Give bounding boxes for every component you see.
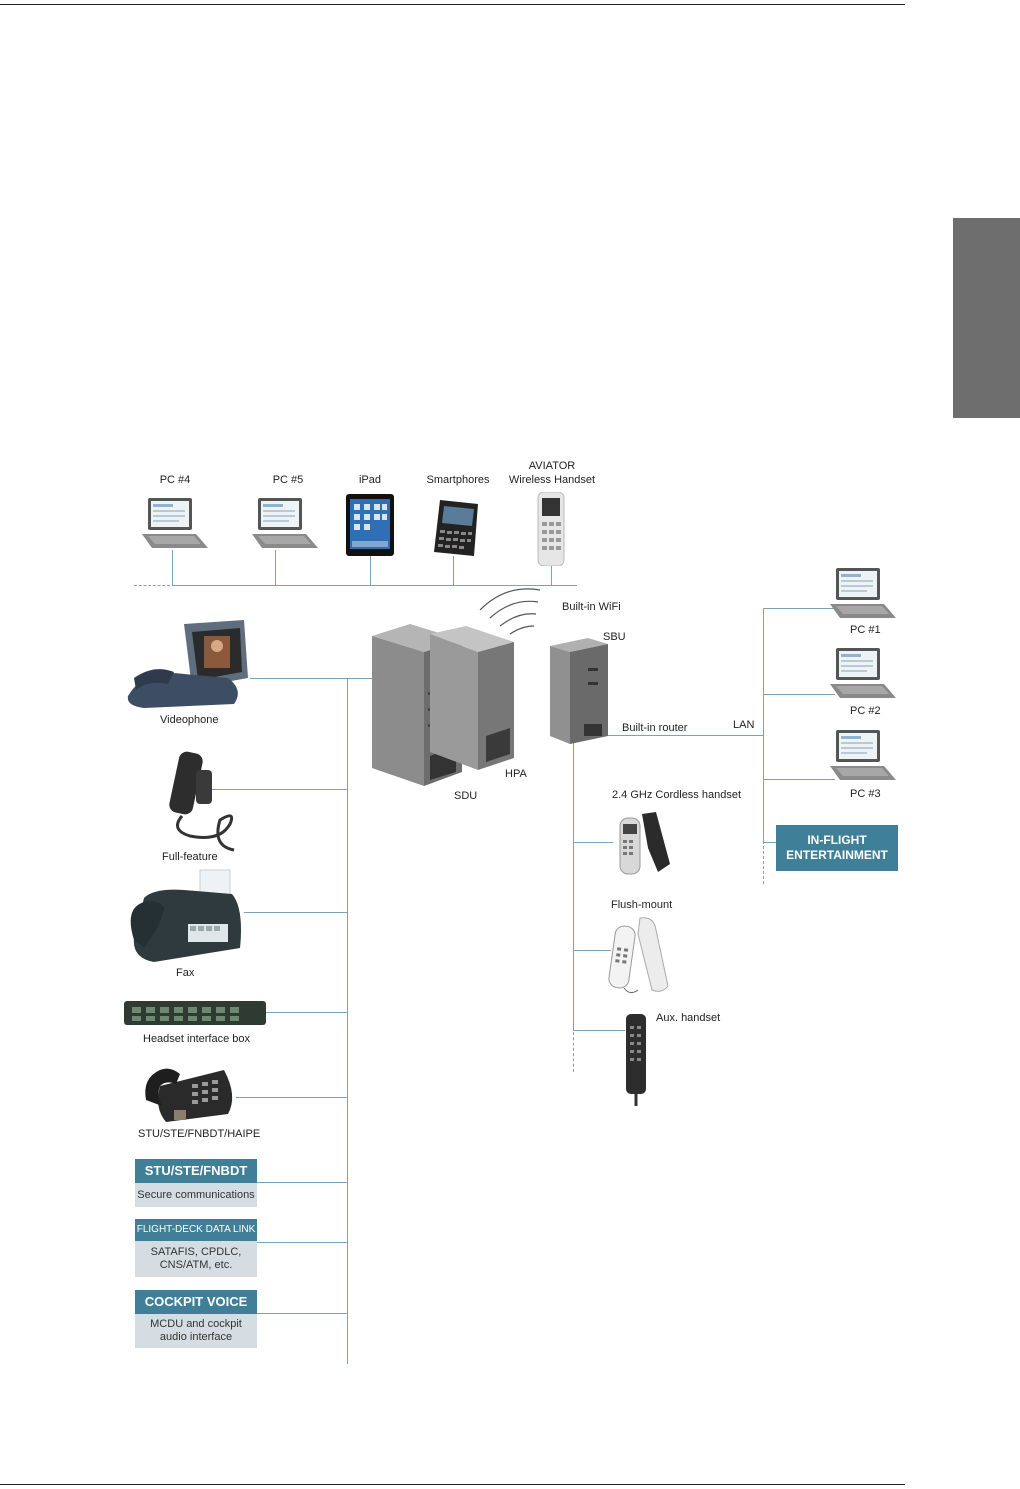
videophone-icon (127, 620, 248, 708)
laptop-pc2-icon (830, 648, 896, 698)
sbu-label: SBU (603, 631, 626, 643)
wifi-label: Built-in WiFi (562, 601, 621, 613)
ipad-label: iPad (358, 474, 382, 486)
laptop-pc1-icon (830, 568, 896, 618)
pc3-label: PC #3 (850, 788, 881, 800)
datalink-body-line-1: SATAFIS, CPDLC, (150, 1246, 242, 1258)
laptop-pc4-icon (142, 498, 208, 548)
hpa-label: HPA (505, 768, 527, 780)
secure-box-body: Secure communications (135, 1183, 257, 1207)
lan-label: LAN (733, 719, 755, 731)
secure-box-title: STU/STE/FNBDT (135, 1159, 257, 1183)
flight-deck-data-link-box: FLIGHT-DECK DATA LINK SATAFIS, CPDLC, CN… (135, 1219, 257, 1277)
headset-interface-box-icon (124, 1001, 266, 1025)
aviator-label-1: AVIATOR (528, 460, 576, 472)
secure-communications-box: STU/STE/FNBDT Secure communications (135, 1159, 257, 1207)
cockpit-box-body: MCDU and cockpit audio interface (135, 1314, 257, 1348)
laptop-pc3-icon (830, 730, 896, 780)
bottom-rule (0, 1484, 905, 1485)
pc1-label: PC #1 (850, 624, 881, 636)
wireless-handset-icon (537, 492, 565, 566)
cockpit-voice-box: COCKPIT VOICE MCDU and cockpit audio int… (135, 1290, 257, 1348)
cockpit-body-line-2: audio interface (159, 1331, 233, 1343)
cordless-label: 2.4 GHz Cordless handset (612, 789, 742, 801)
laptop-pc5-icon (252, 498, 318, 548)
top-rule (0, 4, 905, 5)
fax-machine-icon (130, 869, 241, 962)
section-tab (953, 218, 1020, 418)
flush-mount-label: Flush-mount (611, 899, 673, 911)
datalink-box-title: FLIGHT-DECK DATA LINK (135, 1219, 257, 1241)
pc4-label: PC #4 (159, 474, 191, 486)
datalink-body-line-2: CNS/ATM, etc. (159, 1259, 233, 1271)
smartphones-label: Smartphores (426, 474, 490, 486)
sdu-label: SDU (454, 790, 478, 802)
pc2-label: PC #2 (850, 705, 881, 717)
aviator-label-2: Wireless Handset (508, 474, 596, 486)
router-label: Built-in router (622, 722, 688, 734)
cockpit-body-line-1: MCDU and cockpit (150, 1318, 242, 1330)
full-feature-handset-icon (169, 751, 235, 852)
fax-label: Fax (176, 967, 195, 979)
cordless-handset-icon (619, 812, 670, 875)
tablet-icon (346, 494, 394, 556)
flush-mount-handset-icon (608, 917, 669, 994)
ife-line-2: ENTERTAINMENT (786, 848, 888, 862)
stu-device-label: STU/STE/FNBDT/HAIPE (138, 1128, 261, 1140)
headset-box-label: Headset interface box (143, 1033, 251, 1045)
aux-handset-label: Aux. handset (656, 1012, 721, 1024)
pc5-label: PC #5 (272, 474, 304, 486)
secure-telephone-icon (145, 1068, 233, 1122)
inflight-entertainment-box: IN-FLIGHT ENTERTAINMENT (776, 825, 898, 871)
cockpit-box-title: COCKPIT VOICE (135, 1290, 257, 1314)
hpa-unit-icon (430, 626, 514, 770)
ife-line-1: IN-FLIGHT (807, 833, 867, 847)
smartphone-icon (434, 500, 478, 556)
full-feature-label: Full-feature (162, 851, 218, 863)
sbu-unit-icon (550, 638, 608, 744)
wifi-icon (479, 588, 541, 635)
videophone-label: Videophone (160, 714, 219, 726)
datalink-box-body: SATAFIS, CPDLC, CNS/ATM, etc. (135, 1241, 257, 1277)
aux-handset-icon (626, 1014, 646, 1106)
